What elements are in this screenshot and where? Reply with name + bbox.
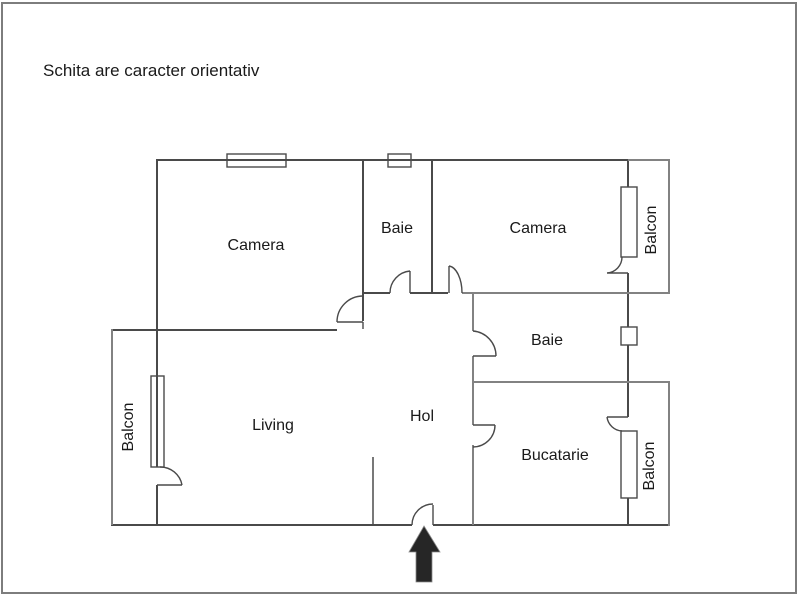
room-label-baie-top: Baie <box>380 220 414 237</box>
room-label-balcon-bottom-right: Balcon <box>641 441 658 491</box>
walls-secondary <box>111 159 670 526</box>
walls-primary <box>111 159 669 526</box>
room-label-balcon-top-right: Balcon <box>643 205 660 255</box>
door-symbols <box>157 256 628 526</box>
window-symbols <box>150 153 638 499</box>
room-label-baie-right: Baie <box>530 332 564 349</box>
room-label-bucatarie: Bucatarie <box>521 447 589 464</box>
room-label-living: Living <box>252 417 294 434</box>
room-label-camera-left: Camera <box>227 237 285 254</box>
entrance-arrow-icon <box>408 525 441 583</box>
room-label-balcon-left: Balcon <box>120 402 137 452</box>
room-label-camera-right: Camera <box>509 220 567 237</box>
room-label-hol: Hol <box>409 408 435 425</box>
disclaimer-text: Schita are caracter orientativ <box>43 61 260 80</box>
